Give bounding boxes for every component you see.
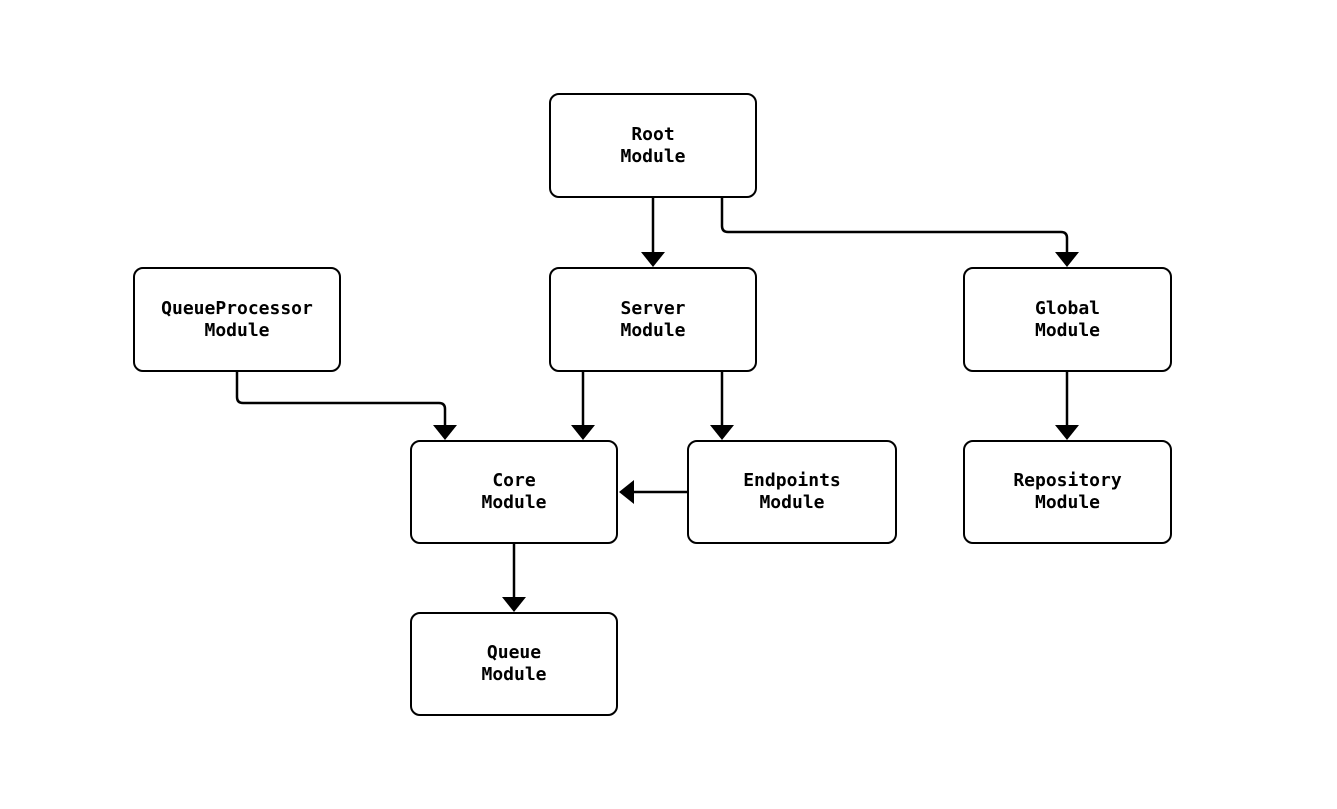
edge-core-to-queue bbox=[502, 543, 526, 612]
edge-server-to-core bbox=[571, 371, 595, 440]
node-core-module: Core Module bbox=[410, 440, 618, 544]
node-global-module: Global Module bbox=[963, 267, 1172, 372]
edge-line bbox=[235, 372, 447, 427]
node-endpoints-module: Endpoints Module bbox=[687, 440, 897, 544]
node-label: Core Module bbox=[481, 470, 547, 513]
node-queueprocessor-module: QueueProcessor Module bbox=[133, 267, 341, 372]
node-label: Global Module bbox=[1034, 297, 1101, 341]
arrowhead-down-icon bbox=[571, 425, 595, 440]
node-root-module: Root Module bbox=[549, 93, 757, 198]
arrowhead-down-icon bbox=[433, 425, 457, 440]
node-server-module: Server Module bbox=[549, 267, 757, 372]
arrowhead-down-icon bbox=[710, 425, 734, 440]
node-queue-module: Queue Module bbox=[410, 612, 618, 716]
arrowhead-down-icon bbox=[1055, 425, 1079, 440]
edge-queueprocessor-to-core bbox=[235, 372, 457, 440]
edge-endpoints-to-core bbox=[619, 480, 687, 504]
node-label: Endpoints Module bbox=[743, 470, 841, 513]
edge-server-to-endpoints bbox=[710, 371, 734, 440]
node-label: QueueProcessor Module bbox=[161, 297, 313, 341]
arrowhead-down-icon bbox=[502, 597, 526, 612]
node-label: Queue Module bbox=[481, 642, 547, 685]
node-label: Server Module bbox=[620, 297, 686, 341]
edge-global-to-repository bbox=[1055, 371, 1079, 440]
edge-root-to-global bbox=[720, 198, 1079, 267]
node-repository-module: Repository Module bbox=[963, 440, 1172, 544]
node-label: Root Module bbox=[620, 123, 686, 167]
edge-root-to-server bbox=[641, 198, 665, 267]
node-label: Repository Module bbox=[1013, 470, 1122, 513]
arrowhead-down-icon bbox=[1055, 252, 1079, 267]
arrowhead-down-icon bbox=[641, 252, 665, 267]
arrowhead-left-icon bbox=[619, 480, 634, 504]
edge-line bbox=[720, 198, 1069, 254]
